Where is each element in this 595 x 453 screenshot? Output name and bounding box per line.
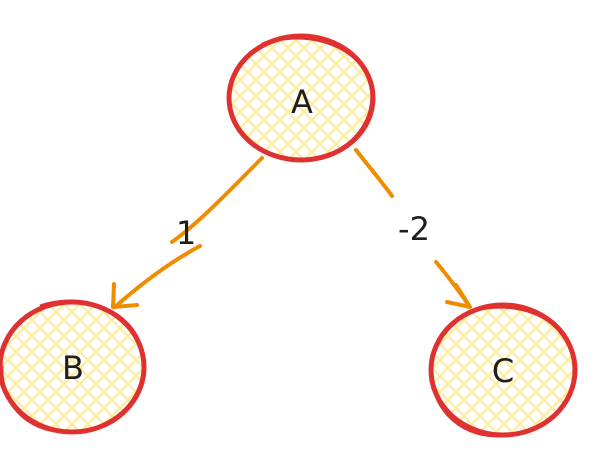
node-b: B (0, 299, 147, 435)
node-a-sketch-stroke (228, 36, 374, 162)
node-a: A (226, 33, 376, 163)
node-c-label: C (492, 352, 514, 390)
edge-a-b-label: 1 (176, 214, 196, 252)
node-b-label: B (62, 349, 84, 387)
node-c: C (428, 302, 578, 438)
edge-a-b-arrowhead (111, 282, 139, 309)
node-a-label: A (291, 83, 313, 121)
edge-a-c (354, 148, 472, 309)
node-b-sketch-stroke (0, 299, 145, 434)
node-c-sketch-stroke (430, 305, 577, 438)
edge-a-c-label: -2 (398, 210, 430, 248)
edge-a-c-arrowhead (445, 283, 472, 309)
edge-a-b-line (114, 156, 264, 308)
edge-a-b (111, 156, 264, 309)
